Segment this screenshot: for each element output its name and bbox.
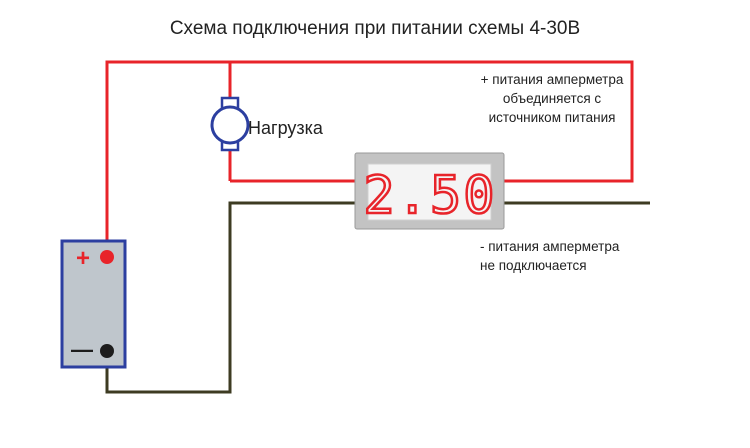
- load-label: Нагрузка: [248, 118, 323, 138]
- display-value: 2.50: [363, 166, 496, 226]
- load-motor-icon: [210, 96, 250, 152]
- note-positive-supply: + питания амперметра объединяется с исто…: [452, 70, 652, 127]
- battery-plus-sign: +: [76, 245, 90, 272]
- positive-wire: [105, 60, 634, 255]
- ammeter-display: 2.50: [354, 152, 505, 230]
- diagram-title: Схема подключения при питании схемы 4-30…: [169, 18, 581, 39]
- battery-negative-terminal: [100, 344, 114, 358]
- negative-wire: [105, 201, 650, 394]
- battery-positive-terminal: [100, 250, 114, 264]
- note-negative-supply: - питания амперметра не подключается: [480, 237, 680, 275]
- note-positive-line-3: источником питания: [488, 110, 616, 125]
- note-negative-line-2: не подключается: [480, 258, 587, 273]
- note-negative-line-1: - питания амперметра: [480, 239, 620, 254]
- note-positive-line-2: объединяется с: [502, 91, 602, 106]
- note-positive-line-1: + питания амперметра: [480, 72, 624, 87]
- battery-minus-sign: —: [71, 337, 93, 362]
- battery: + —: [60, 239, 127, 369]
